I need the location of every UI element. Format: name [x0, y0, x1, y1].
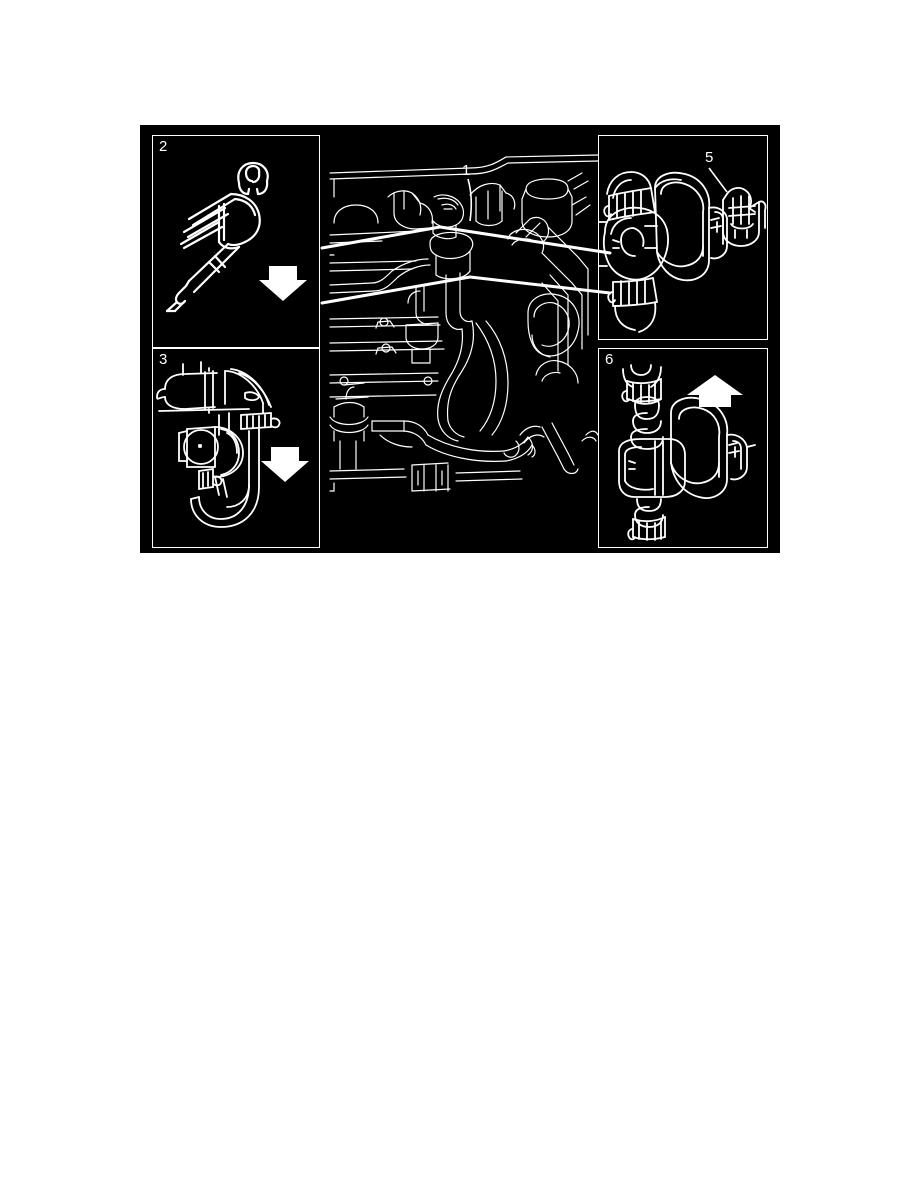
arrow-down-icon [261, 447, 309, 482]
arrow-down-icon [259, 266, 307, 301]
panel-5-artwork [599, 136, 767, 339]
panel-3-number: 3 [159, 351, 168, 368]
panel-2: 2 [152, 135, 320, 348]
figure-plate: 2 [140, 125, 780, 553]
callout-1: 1 [462, 162, 471, 179]
callout-5: 5 [705, 149, 714, 166]
panel-center-artwork [320, 135, 598, 497]
panel-6-number: 6 [605, 351, 614, 368]
panel-6: 6 [598, 348, 768, 548]
panel-2-number: 2 [159, 138, 168, 155]
panel-2-artwork [153, 136, 319, 347]
panel-5: 5 [598, 135, 768, 340]
panel-3: 3 [152, 348, 320, 548]
arrow-up-icon [687, 375, 743, 407]
panel-3-artwork [153, 349, 319, 547]
panel-center-overview: 1 [320, 135, 598, 497]
panel-6-artwork [599, 349, 767, 547]
